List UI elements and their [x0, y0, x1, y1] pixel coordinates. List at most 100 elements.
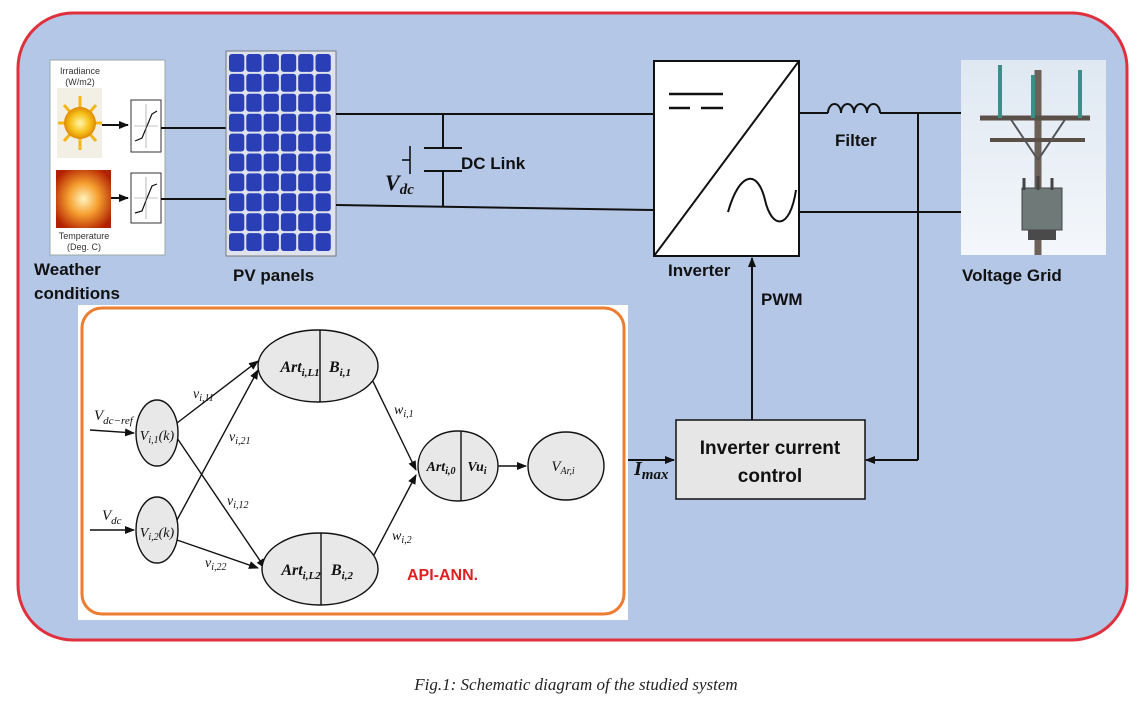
pv-cell: [246, 173, 262, 192]
temperature-icon: [56, 170, 111, 228]
control-label-line2: control: [738, 466, 802, 487]
figure-caption: Fig.1: Schematic diagram of the studied …: [413, 675, 737, 694]
pv-cell: [246, 73, 262, 92]
dc-link-capacitor: [402, 114, 462, 207]
pv-cell: [280, 153, 297, 172]
pv-cell: [263, 54, 279, 72]
pv-cell: [315, 193, 331, 212]
pv-cell: [229, 153, 245, 172]
voltage-grid-label: Voltage Grid: [962, 266, 1062, 285]
ann-title: API-ANN.: [407, 567, 478, 584]
pv-cell: [263, 173, 279, 192]
pv-cell: [280, 73, 297, 92]
pv-cell: [229, 233, 245, 251]
pv-cell: [315, 133, 331, 152]
pv-cell: [263, 153, 279, 172]
weather-caption-line2: conditions: [34, 284, 120, 303]
pv-cell: [246, 93, 262, 112]
ann-node-hidden-2-left: Arti,L2: [280, 562, 321, 582]
pv-cell: [298, 213, 314, 232]
pv-cell: [298, 193, 314, 212]
ann-node-hidden-1-left: Arti,L1: [279, 359, 319, 379]
pv-cell: [246, 54, 262, 72]
ann-weight-w1: wi,1: [394, 403, 414, 420]
ann-weight-v21: vi,21: [229, 430, 251, 447]
pv-cell: [280, 113, 297, 132]
dc-link-label: DC Link: [461, 154, 526, 173]
pv-cell: [263, 193, 279, 212]
ann-input-vdc: Vdc: [102, 508, 122, 527]
pv-cell: [280, 193, 297, 212]
pv-cell: [229, 133, 245, 152]
temperature-label: Temperature: [59, 231, 110, 241]
ann-node-hidden-2-right: Bi,2: [330, 562, 353, 582]
irradiance-label: Irradiance: [60, 66, 100, 76]
pv-cell: [298, 133, 314, 152]
pv-cell: [315, 153, 331, 172]
control-label-line1: Inverter current: [700, 438, 841, 459]
pv-cell: [315, 213, 331, 232]
pv-panel: [225, 50, 337, 257]
pv-cell: [280, 213, 297, 232]
pv-cell: [298, 153, 314, 172]
pwm-label: PWM: [761, 290, 803, 309]
ann-weight-w2: wi,2: [392, 529, 412, 546]
ann-node-output: [417, 430, 499, 502]
pv-cell: [246, 153, 262, 172]
pv-cell: [315, 54, 331, 72]
pv-cell: [298, 233, 314, 251]
ann-node-input-2: [135, 496, 179, 564]
temperature-unit: (Deg. C): [67, 242, 101, 252]
pv-cell: [315, 173, 331, 192]
inverter-block: [653, 60, 800, 257]
pv-cell: [229, 213, 245, 232]
ann-weight-v12: vi,12: [227, 494, 249, 511]
pv-cell: [280, 93, 297, 112]
pv-cell: [246, 113, 262, 132]
dc-bus-bottom: [335, 204, 655, 211]
pv-cell: [298, 54, 314, 72]
pv-cell: [298, 93, 314, 112]
ann-node-input-2-label: Vi,2(k): [140, 526, 175, 543]
pv-cell: [280, 173, 297, 192]
pv-cell: [263, 133, 279, 152]
pv-cell: [229, 193, 245, 212]
pv-cell: [315, 93, 331, 112]
pv-cell: [298, 73, 314, 92]
pv-cell: [280, 233, 297, 251]
ann-weight-v22: vi,22: [205, 556, 227, 573]
pv-cell: [229, 54, 245, 72]
inverter-current-control-block: [675, 419, 866, 500]
pv-cell: [229, 93, 245, 112]
irradiance-unit: (W/m2): [65, 77, 95, 87]
pv-cell: [263, 113, 279, 132]
pv-cell: [263, 73, 279, 92]
pv-cell: [246, 233, 262, 251]
pv-cell: [229, 113, 245, 132]
pv-cell: [263, 93, 279, 112]
pv-cell: [229, 173, 245, 192]
pv-cell: [263, 233, 279, 251]
pv-cell: [298, 113, 314, 132]
ann-node-hidden-1: [257, 329, 379, 403]
pv-cell: [229, 73, 245, 92]
ann-input-vdcref: Vdc−ref: [94, 408, 135, 427]
imax-label: Imax: [633, 458, 669, 483]
pv-cell: [298, 173, 314, 192]
sun-icon: [57, 88, 102, 158]
pv-cell: [246, 213, 262, 232]
pv-cell: [315, 73, 331, 92]
ann-node-final-label: VAr,i: [551, 459, 575, 477]
vdc-label: Vdc: [385, 170, 414, 198]
pv-cell: [246, 133, 262, 152]
ann-node-hidden-1-right: Bi,1: [328, 359, 351, 379]
ann-frame: [80, 306, 626, 616]
weather-conditions-block: Irradiance (W/m2) Temperature (Deg. C): [49, 59, 166, 256]
pv-panels-label: PV panels: [233, 266, 314, 285]
pv-cell: [315, 233, 331, 251]
pv-cell: [246, 193, 262, 212]
ann-weight-v11: vi,11: [193, 387, 214, 404]
ann-node-output-right: Vui: [467, 460, 486, 477]
filter-inductor: [827, 103, 881, 114]
